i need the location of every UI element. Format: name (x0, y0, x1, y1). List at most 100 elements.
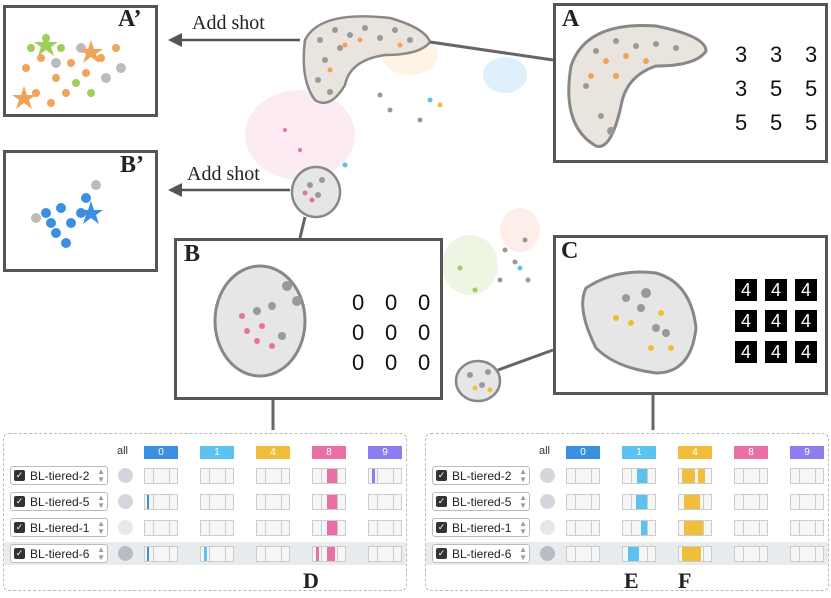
distribution-cell[interactable] (734, 468, 768, 484)
class-header-9[interactable]: 9 (790, 446, 824, 459)
distribution-cell[interactable] (622, 520, 656, 536)
row-checkbox[interactable]: ✓ (436, 470, 447, 481)
distribution-cell[interactable] (256, 546, 290, 562)
stepper-icon[interactable]: ▲▼ (519, 467, 527, 484)
cell-tick (759, 495, 760, 509)
row-checkbox[interactable]: ✓ (436, 548, 447, 559)
cell-tick (225, 521, 226, 535)
distribution-cell[interactable] (678, 494, 712, 510)
distribution-cell[interactable] (678, 546, 712, 562)
distribution-cell[interactable] (368, 546, 402, 562)
distribution-cell[interactable] (622, 468, 656, 484)
tier-select[interactable]: ✓BL-tiered-6▲▼ (432, 544, 530, 563)
class-header-0[interactable]: 0 (566, 446, 600, 459)
class-header-8[interactable]: 8 (734, 446, 768, 459)
distribution-cell[interactable] (144, 520, 178, 536)
distribution-cell[interactable] (790, 520, 824, 536)
distribution-cell[interactable] (200, 520, 234, 536)
distribution-cell[interactable] (144, 468, 178, 484)
distribution-cell[interactable] (790, 468, 824, 484)
tier-select[interactable]: ✓BL-tiered-1▲▼ (432, 518, 530, 537)
distribution-cell[interactable] (622, 494, 656, 510)
tier-select[interactable]: ✓BL-tiered-1▲▼ (10, 518, 108, 537)
distribution-cell[interactable] (256, 468, 290, 484)
stepper-icon[interactable]: ▲▼ (519, 545, 527, 562)
cell-tick (799, 521, 800, 535)
distribution-cell[interactable] (622, 546, 656, 562)
cell-tick (225, 495, 226, 509)
distribution-cell[interactable] (734, 520, 768, 536)
distribution-cell[interactable] (144, 546, 178, 562)
digits-c-4: 4 (765, 310, 787, 332)
distribution-band (682, 547, 702, 561)
distribution-cell[interactable] (312, 546, 346, 562)
distribution-cell[interactable] (312, 520, 346, 536)
cell-tick (743, 547, 744, 561)
stepper-icon[interactable]: ▲▼ (97, 545, 105, 562)
distribution-cell[interactable] (256, 520, 290, 536)
class-header-1[interactable]: 1 (622, 446, 656, 459)
stepper-icon[interactable]: ▲▼ (97, 493, 105, 510)
stepper-icon[interactable]: ▲▼ (97, 467, 105, 484)
panel-c-lasso (581, 270, 698, 375)
distribution-cell[interactable] (200, 494, 234, 510)
class-header-0[interactable]: 0 (144, 446, 178, 459)
distribution-cell[interactable] (566, 546, 600, 562)
distribution-cell[interactable] (312, 494, 346, 510)
distribution-cell[interactable] (678, 468, 712, 484)
distribution-cell[interactable] (566, 494, 600, 510)
row-status-dot (540, 468, 555, 483)
cell-tick (265, 495, 266, 509)
class-header-4[interactable]: 4 (256, 446, 290, 459)
class-header-9[interactable]: 9 (368, 446, 402, 459)
distribution-cell[interactable] (790, 546, 824, 562)
distribution-band (698, 469, 705, 483)
tier-select[interactable]: ✓ BL-tiered-6 ▲▼ (10, 544, 108, 563)
class-header-8[interactable]: 8 (312, 446, 346, 459)
row-checkbox[interactable]: ✓ (14, 522, 25, 533)
stepper-icon[interactable]: ▲▼ (97, 519, 105, 536)
distribution-cell[interactable] (734, 546, 768, 562)
tier-select[interactable]: ✓ BL-tiered-2 ▲▼ (10, 466, 108, 485)
distribution-cell[interactable] (200, 546, 234, 562)
distribution-cell[interactable] (790, 494, 824, 510)
panel-label-b-prime: B’ (120, 152, 144, 178)
distribution-cell[interactable] (368, 494, 402, 510)
stepper-icon[interactable]: ▲▼ (519, 493, 527, 510)
stepper-icon[interactable]: ▲▼ (519, 519, 527, 536)
cell-tick (815, 521, 816, 535)
class-header-4[interactable]: 4 (678, 446, 712, 459)
distribution-cell[interactable] (256, 494, 290, 510)
panel-a-prime (3, 5, 158, 117)
distribution-cell[interactable] (368, 520, 402, 536)
row-checkbox[interactable]: ✓ (14, 470, 25, 481)
row-checkbox[interactable]: ✓ (14, 548, 25, 559)
cell-tick (153, 469, 154, 483)
cell-tick (169, 495, 170, 509)
distribution-cell[interactable] (734, 494, 768, 510)
tier-select[interactable]: ✓BL-tiered-5▲▼ (10, 492, 108, 511)
tier-select[interactable]: ✓BL-tiered-2▲▼ (432, 466, 530, 485)
panel-b-lasso (213, 264, 307, 378)
distribution-cell[interactable] (368, 468, 402, 484)
class-header-1[interactable]: 1 (200, 446, 234, 459)
tier-name: BL-tiered-2 (30, 469, 90, 483)
row-checkbox[interactable]: ✓ (436, 496, 447, 507)
table-row: ✓BL-tiered-2▲▼ (426, 464, 828, 487)
cell-tick (631, 495, 632, 509)
row-checkbox[interactable]: ✓ (436, 522, 447, 533)
distribution-cell[interactable] (312, 468, 346, 484)
tier-name: BL-tiered-6 (30, 547, 90, 561)
cell-tick (321, 521, 322, 535)
distribution-cell[interactable] (678, 520, 712, 536)
cell-tick (153, 521, 154, 535)
distribution-cell[interactable] (566, 468, 600, 484)
cell-tick (225, 469, 226, 483)
tier-select[interactable]: ✓BL-tiered-5▲▼ (432, 492, 530, 511)
distribution-cell[interactable] (566, 520, 600, 536)
all-column-header: all (117, 445, 129, 457)
distribution-cell[interactable] (200, 468, 234, 484)
row-checkbox[interactable]: ✓ (14, 496, 25, 507)
distribution-cell[interactable] (144, 494, 178, 510)
